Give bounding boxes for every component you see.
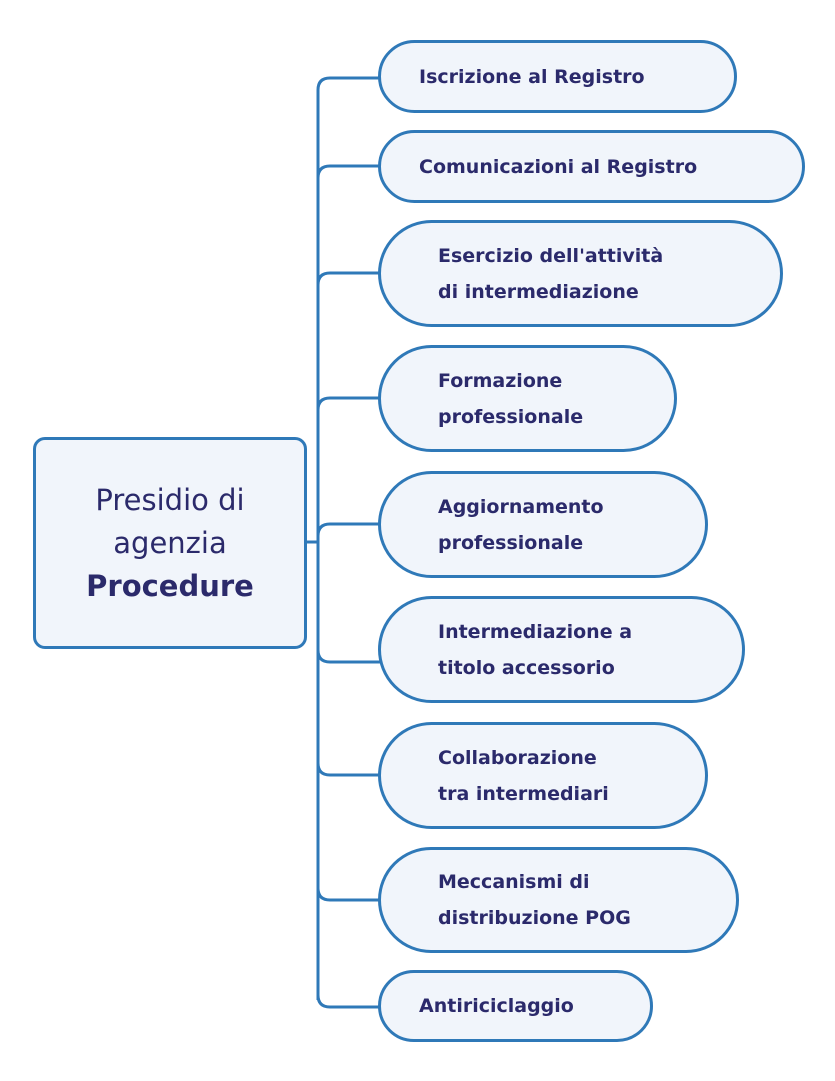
node-comunicazioni: Comunicazioni al Registro	[378, 130, 805, 203]
trunk-line	[316, 76, 380, 1000]
node-label-line-1: Esercizio dell'attività	[438, 244, 664, 267]
root-line-3: Procedure	[86, 568, 254, 603]
node-formazione: Formazione professionale	[378, 345, 677, 452]
root-node: Presidio di agenzia Procedure	[33, 437, 307, 649]
node-label-line-2: tra intermediari	[438, 782, 609, 805]
node-label-line-1: Aggiornamento	[438, 495, 604, 518]
branch-line	[316, 887, 380, 902]
node-collaborazione: Collaborazione tra intermediari	[378, 722, 708, 829]
node-label-line-2: professionale	[438, 531, 584, 554]
node-label: Antiriciclaggio	[419, 995, 574, 1017]
node-label-line-2: distribuzione POG	[438, 907, 631, 929]
node-esercizio: Esercizio dell'attività di intermediazio…	[378, 220, 783, 327]
node-label: Iscrizione al Registro	[419, 65, 645, 88]
node-label-line-1: Intermediazione a	[438, 620, 633, 643]
node-meccanismi-pog: Meccanismi di distribuzione POG	[378, 847, 739, 953]
root-line-1: Presidio di	[95, 482, 245, 517]
branch-line	[316, 164, 380, 179]
node-iscrizione: Iscrizione al Registro	[378, 40, 737, 113]
node-label-line-1: Formazione	[438, 369, 563, 392]
root-line-2: agenzia	[113, 525, 227, 560]
node-aggiornamento: Aggiornamento professionale	[378, 471, 708, 578]
branch-line	[316, 522, 380, 537]
node-label-line-2: titolo accessorio	[438, 656, 615, 679]
branch-line	[316, 649, 380, 664]
node-label-line-1: Meccanismi di	[438, 871, 590, 893]
branch-line	[316, 994, 380, 1009]
node-label-line-1: Collaborazione	[438, 746, 597, 769]
node-label-line-2: di intermediazione	[438, 280, 639, 303]
branch-line	[316, 396, 380, 411]
node-label: Comunicazioni al Registro	[419, 155, 698, 178]
node-label-line-2: professionale	[438, 405, 584, 428]
node-antiriciclaggio: Antiriciclaggio	[378, 970, 653, 1042]
branch-line	[316, 271, 380, 286]
node-intermediazione-accessoria: Intermediazione a titolo accessorio	[378, 596, 745, 703]
branch-line	[316, 762, 380, 777]
